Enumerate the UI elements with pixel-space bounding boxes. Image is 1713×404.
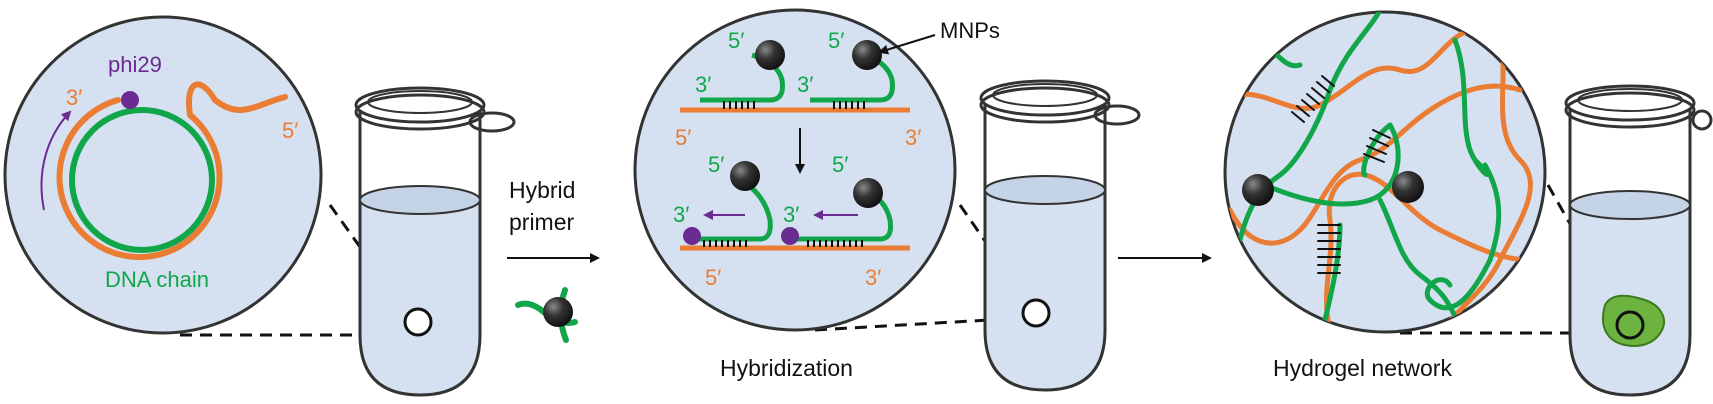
magnifier-icon <box>1021 298 1051 328</box>
zoom-circle <box>3 15 323 335</box>
microtube-icon <box>354 86 516 397</box>
top-left-three-prime: 3′ <box>695 72 711 97</box>
mid-right-three-prime: 3′ <box>783 202 799 227</box>
magnetic-nanoparticle-icon <box>730 161 760 191</box>
enzyme-label: phi29 <box>108 52 162 77</box>
five-prime-label: 5′ <box>282 118 298 143</box>
panel-rca: phi29 3′ 5′ DNA chain <box>3 15 516 397</box>
zoom-circle <box>1223 10 1547 334</box>
panel-hybridization: MNPs 5′ 5′ 3′ 3′ 5′ 3′ 5′ 5′ 3′ 3′ 5′ 3′… <box>633 8 1141 392</box>
arrow-label-line1: Hybrid <box>509 177 575 203</box>
mid-left-three-prime: 3′ <box>673 202 689 227</box>
three-prime-label: 3′ <box>66 85 82 110</box>
mid-left-five-prime: 5′ <box>708 152 724 177</box>
direction-arrow <box>40 110 72 211</box>
circular-dna <box>69 107 215 253</box>
template-strand <box>56 81 288 261</box>
microtube-icon <box>1564 84 1713 397</box>
hybrid-primer-icon <box>515 287 578 343</box>
template-three-prime-bottom: 3′ <box>865 265 881 290</box>
microtube-icon <box>979 79 1141 392</box>
magnetic-nanoparticle-icon <box>853 178 883 208</box>
template-five-prime-bottom: 5′ <box>705 265 721 290</box>
polymerase-icon <box>121 91 139 109</box>
panel-hydrogel: Hydrogel network <box>1223 10 1713 397</box>
top-right-five-prime: 5′ <box>828 28 844 53</box>
mid-right-five-prime: 5′ <box>832 152 848 177</box>
mnp-label: MNPs <box>940 18 1000 43</box>
magnetic-nanoparticle-icon <box>852 40 882 70</box>
step-arrow-hybrid-primer: Hybrid primer <box>507 177 600 343</box>
arrow-label-line2: primer <box>509 209 575 235</box>
hybridization-caption: Hybridization <box>720 355 853 381</box>
top-left-five-prime: 5′ <box>728 28 744 53</box>
magnifier-icon <box>403 307 433 337</box>
top-right-three-prime: 3′ <box>797 72 813 97</box>
mnp-pointer <box>878 34 936 55</box>
zoom-circle <box>633 8 957 332</box>
dna-chain-label: DNA chain <box>105 267 209 292</box>
magnetic-nanoparticle-icon <box>1392 171 1424 203</box>
magnetic-nanoparticle-icon <box>1242 174 1274 206</box>
magnetic-nanoparticle-icon <box>755 40 785 70</box>
magnifier-icon <box>1615 310 1645 340</box>
template-five-prime-top: 5′ <box>675 125 691 150</box>
hydrogel-caption: Hydrogel network <box>1273 355 1452 381</box>
magnifier-line-bottom <box>814 316 1025 332</box>
template-three-prime-top: 3′ <box>905 125 921 150</box>
